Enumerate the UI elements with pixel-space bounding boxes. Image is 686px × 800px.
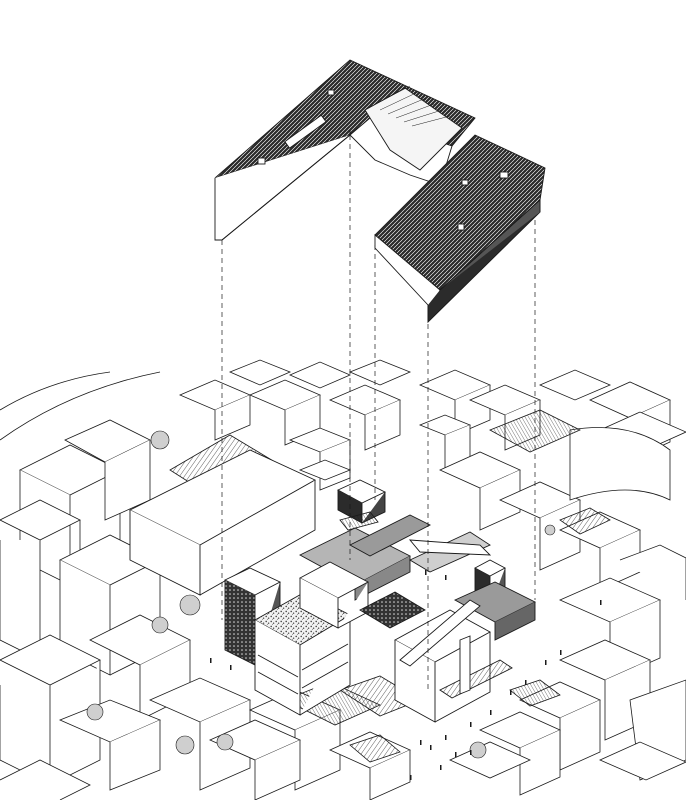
projection-lines — [221, 135, 536, 690]
context-trees — [86, 430, 556, 759]
pedestrian-figures — [210, 570, 602, 780]
project-building — [128, 449, 537, 723]
exploded-roof — [214, 59, 546, 324]
